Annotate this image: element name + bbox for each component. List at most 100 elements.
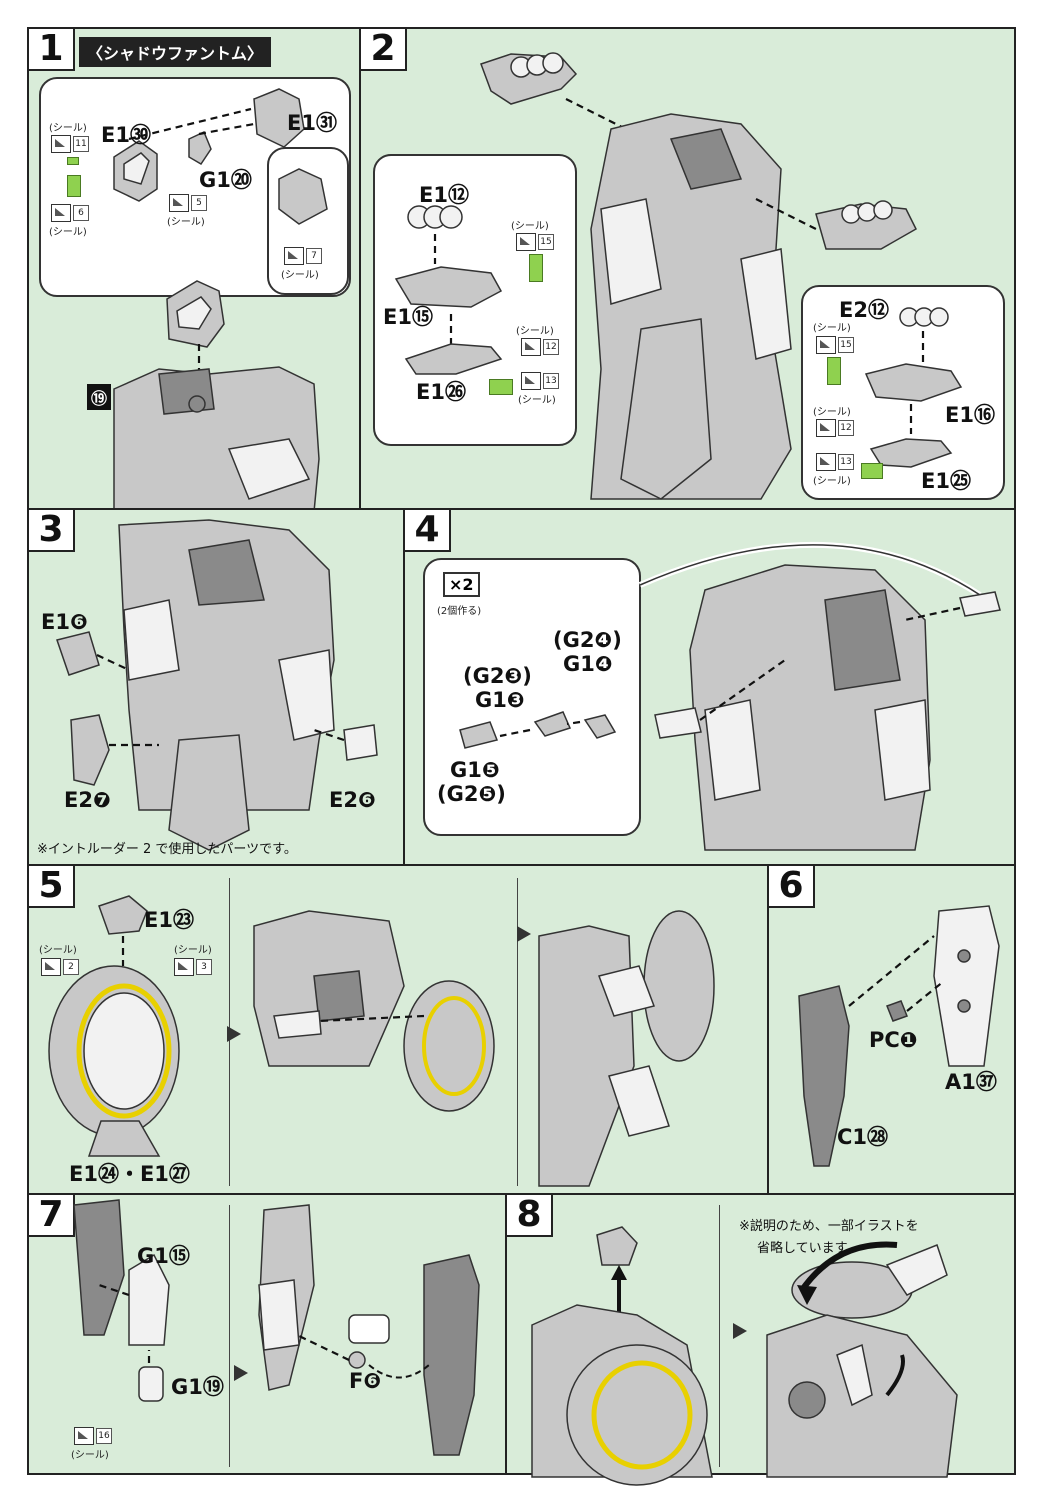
seal-icon [516, 233, 536, 251]
part-label-e1-31: E1㉛ [287, 111, 337, 135]
step-5-illustration [48, 895, 715, 1187]
part-label-e2-6: E2❻ [329, 788, 376, 812]
seal-caption: (シール) [49, 227, 87, 238]
seal-sticker [489, 379, 513, 395]
step-number: 8 [507, 1195, 553, 1237]
part-label-e1-6: E1❻ [41, 610, 88, 634]
part-label-e1-24-27: E1㉔・E1㉗ [69, 1162, 190, 1186]
seal-icon [816, 453, 836, 471]
seal-caption: (シール) [813, 407, 851, 418]
step-5-panel: 5 E1㉓ E1㉔・E1㉗ (シール) 2 (シール) 3 [27, 864, 769, 1195]
seal-icon [41, 958, 61, 976]
step-number: 2 [361, 29, 407, 71]
part-label-pc1: PC❶ [869, 1028, 918, 1052]
step-number: 7 [29, 1195, 75, 1237]
seal-caption: (シール) [813, 476, 851, 487]
part-label-e1-16: E1⑯ [945, 403, 995, 427]
part-label-e2-12: E2⑫ [839, 298, 889, 322]
seal-icon [816, 419, 836, 437]
seal-icon [169, 194, 189, 212]
step-4-panel: 4 ×2 (2個作る) (G2❹) G1❹ (G2❸) G1❸ G1❺ (G2❺… [403, 508, 1016, 866]
multiplier-caption: (2個作る) [437, 606, 482, 617]
seal-sticker [67, 157, 79, 165]
seal-icon [74, 1427, 94, 1445]
part-label-g1-5: G1❺ [450, 758, 500, 782]
part-label-g1-20: G1⑳ [199, 168, 252, 192]
step-number: 4 [405, 510, 451, 552]
step-8-panel: 8 ※説明のため、一部イラストを 省略しています。 [505, 1193, 1016, 1486]
seal-caption: (シール) [39, 945, 77, 956]
seal-number: 12 [543, 339, 559, 355]
part-label-e1-30: E1㉚ [101, 123, 151, 147]
part-label-e1-23: E1㉓ [144, 908, 194, 932]
part-label-f6: F❻ [349, 1369, 382, 1393]
seal-number: 11 [73, 136, 89, 152]
part-label-g1-3: G1❸ [475, 688, 525, 712]
reference-badge-19: ⑲ [87, 384, 112, 410]
seal-caption: (シール) [281, 270, 319, 281]
step-6-panel: 6 PC❶ A1㊲ C1㉘ [767, 864, 1016, 1195]
step-7-panel: 7 G1⑮ G1⑲ F❻ 16 (シール) [27, 1193, 507, 1475]
step-number: 3 [29, 510, 75, 552]
seal-number: 6 [73, 205, 89, 221]
step-2-illustration [394, 52, 963, 500]
step-4-illustration [459, 541, 1001, 851]
seal-caption: (シール) [518, 395, 556, 406]
seal-sticker [67, 175, 81, 197]
sub-step-divider [229, 1205, 230, 1467]
part-label-g2-4: (G2❹) [553, 628, 622, 652]
part-label-e1-12: E1⑫ [419, 183, 469, 207]
part-label-e1-25: E1㉕ [921, 469, 971, 493]
multiplier-badge: ×2 [443, 572, 480, 597]
part-label-g2-3: (G2❸) [463, 664, 532, 688]
step-note: ※イントルーダー 2 で使用したパーツです。 [37, 842, 297, 857]
seal-caption: (シール) [71, 1450, 109, 1461]
step-1-illustration [113, 88, 328, 513]
seal-sticker [827, 357, 841, 385]
seal-caption: (シール) [511, 221, 549, 232]
seal-caption: (シール) [813, 323, 851, 334]
step-number: 5 [29, 866, 75, 908]
seal-number: 2 [63, 959, 79, 975]
seal-icon [51, 135, 71, 153]
seal-caption: (シール) [516, 326, 554, 337]
seal-number: 16 [96, 1428, 112, 1444]
sub-step-divider [719, 1205, 720, 1467]
step-8-illustration [531, 1226, 958, 1486]
seal-icon [51, 204, 71, 222]
seal-icon [816, 336, 836, 354]
step-number: 6 [769, 866, 815, 908]
part-label-e2-7: E2❼ [64, 788, 111, 812]
seal-caption: (シール) [167, 217, 205, 228]
part-label-g1-15: G1⑮ [137, 1244, 190, 1268]
step-note-line-2: 省略しています。 [757, 1241, 860, 1256]
step-3-panel: 3 E1❻ E2❼ E2❻ ※イントルーダー 2 で使用したパーツです。 [27, 508, 405, 866]
seal-number: 3 [196, 959, 212, 975]
step-2-panel: 2 E1⑫ E1⑮ E1㉖ E2⑫ E1⑯ E1㉕ (シール) 15 (シール)… [359, 27, 1016, 510]
seal-sticker [861, 463, 883, 479]
part-label-g2-5: (G2❺) [437, 782, 506, 806]
step-7-illustration [73, 1199, 480, 1456]
seal-number: 5 [191, 195, 207, 211]
step-1-panel: 1 〈シャドウファントム〉 E1㉚ E1㉛ G1⑳ ⑲ (シール) 11 6 (… [27, 27, 361, 513]
seal-icon [521, 338, 541, 356]
part-label-a1-37: A1㊲ [945, 1070, 997, 1094]
step-3-illustration [56, 519, 378, 851]
part-label-g1-4: G1❹ [563, 652, 613, 676]
seal-number: 15 [538, 234, 554, 250]
part-label-c1-28: C1㉘ [837, 1125, 889, 1149]
seal-icon [174, 958, 194, 976]
step-6-illustration [798, 905, 1000, 1167]
seal-caption: (シール) [174, 945, 212, 956]
sub-step-divider [517, 878, 518, 1186]
seal-number: 13 [543, 373, 559, 389]
part-label-g1-19: G1⑲ [171, 1375, 224, 1399]
step-number: 1 [29, 29, 75, 71]
step-note-line-1: ※説明のため、一部イラストを [739, 1219, 919, 1234]
seal-number: 15 [838, 337, 854, 353]
seal-sticker [529, 254, 543, 282]
callout-bubble [423, 558, 641, 836]
seal-number: 12 [838, 420, 854, 436]
seal-number: 13 [838, 454, 854, 470]
part-label-e1-26: E1㉖ [416, 380, 466, 404]
